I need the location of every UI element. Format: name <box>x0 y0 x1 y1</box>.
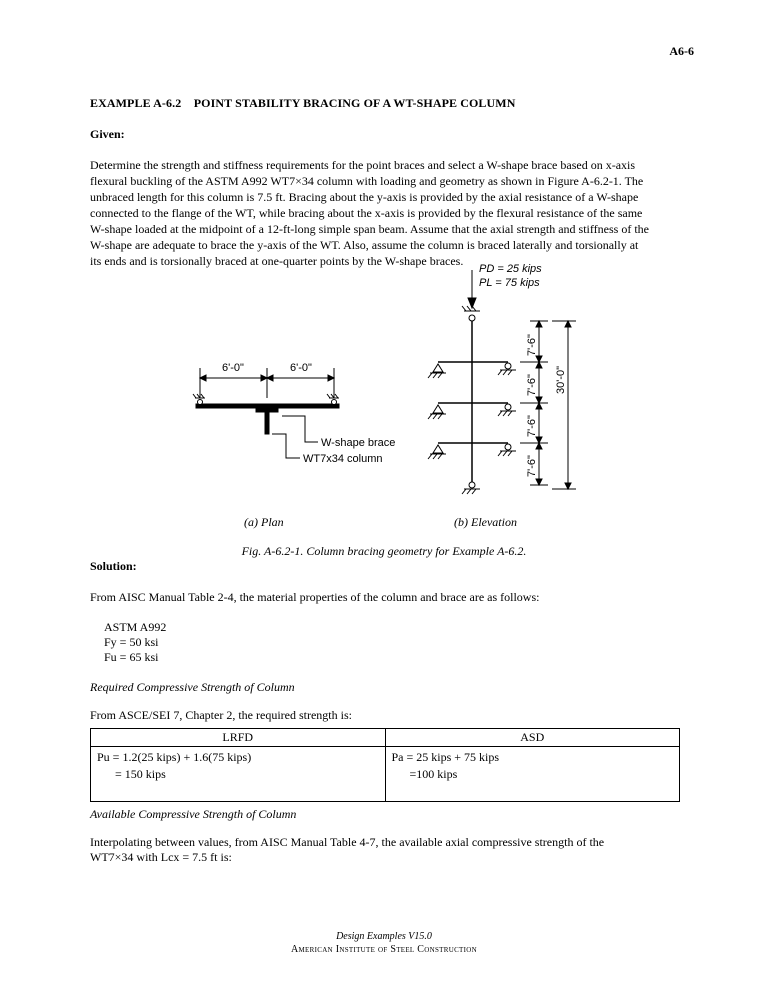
lrfd-line-1: Pu = 1.2(25 kips) + 1.6(75 kips) <box>97 750 252 764</box>
required-strength-table: LRFD ASD Pu = 1.2(25 kips) + 1.6(75 kips… <box>90 728 680 802</box>
elevation-brace-2 <box>427 402 516 420</box>
material-grade: ASTM A992 <box>104 620 167 634</box>
given-line-2: flexural buckling of the ASTM A992 WT7×3… <box>90 174 644 188</box>
elevation-brace-3 <box>427 442 516 460</box>
given-line-4: connected to the flange of the WT, while… <box>90 206 643 220</box>
elevation-sublabel: (b) Elevation <box>454 515 517 529</box>
elevation-pl-label: PL = 75 kips <box>479 277 540 289</box>
lrfd-cell: Pu = 1.2(25 kips) + 1.6(75 kips) = 150 k… <box>90 746 386 802</box>
given-label: Given: <box>90 127 125 141</box>
given-line-1: Determine the strength and stiffness req… <box>90 158 636 172</box>
lrfd-line-2: = 150 kips <box>115 767 166 781</box>
plan-sublabel: (a) Plan <box>244 515 284 529</box>
asd-header: ASD <box>384 728 680 747</box>
elevation-pd-label: PD = 25 kips <box>479 263 542 275</box>
given-line-7: its ends and is torsionally braced at on… <box>90 254 464 268</box>
lrfd-header: LRFD <box>90 728 386 747</box>
elevation-seg-2: 7'-6" <box>526 374 538 396</box>
plan-dim-left: 6'-0" <box>222 362 244 374</box>
page-number: A6-6 <box>669 44 694 58</box>
given-line-3: unbraced length for this column is 7.5 f… <box>90 190 639 204</box>
footer-line-1: Design Examples V15.0 <box>336 931 432 942</box>
footer-line-2: American Institute of Steel Construction <box>291 944 477 955</box>
elevation-total: 30'-0" <box>555 366 567 394</box>
available-strength-heading: Available Compressive Strength of Column <box>90 807 297 821</box>
asd-cell: Pa = 25 kips + 75 kips =100 kips <box>384 746 680 802</box>
solution-label: Solution: <box>90 559 137 573</box>
given-paragraph: Determine the strength and stiffness req… <box>90 157 680 269</box>
given-line-6: W-shape are adequate to brace the y-axis… <box>90 238 639 252</box>
available-strength-line-2: WT7×34 with Lcx = 7.5 ft is: <box>90 850 232 864</box>
plan-brace-label: W-shape brace <box>321 437 395 449</box>
elevation-seg-4: 7'-6" <box>526 455 538 477</box>
elevation-seg-1: 7'-6" <box>526 334 538 356</box>
given-line-5: W-shape loaded at the midpoint of a 12-f… <box>90 222 649 236</box>
available-strength-line-1: Interpolating between values, from AISC … <box>90 835 605 849</box>
solution-intro: From AISC Manual Table 2-4, the material… <box>90 590 540 604</box>
material-fu: Fu = 65 ksi <box>104 650 159 664</box>
plan-wt-column <box>255 407 279 413</box>
elevation-brace-1 <box>427 361 516 379</box>
required-strength-heading: Required Compressive Strength of Column <box>90 680 295 694</box>
material-fy: Fy = 50 ksi <box>104 635 159 649</box>
required-strength-intro: From ASCE/SEI 7, Chapter 2, the required… <box>90 708 352 722</box>
plan-column-label: WT7x34 column <box>303 453 382 465</box>
elevation-seg-3: 7'-6" <box>526 415 538 437</box>
asd-line-1: Pa = 25 kips + 75 kips <box>391 750 500 764</box>
figure-caption: Fig. A-6.2-1. Column bracing geometry fo… <box>241 544 527 558</box>
page-footer: Design Examples V15.0 American Institute… <box>0 930 768 956</box>
plan-dim-right: 6'-0" <box>290 362 312 374</box>
example-title: EXAMPLE A-6.2 POINT STABILITY BRACING OF… <box>90 96 516 110</box>
asd-line-2: =100 kips <box>409 767 458 781</box>
plan-beam <box>195 403 340 409</box>
